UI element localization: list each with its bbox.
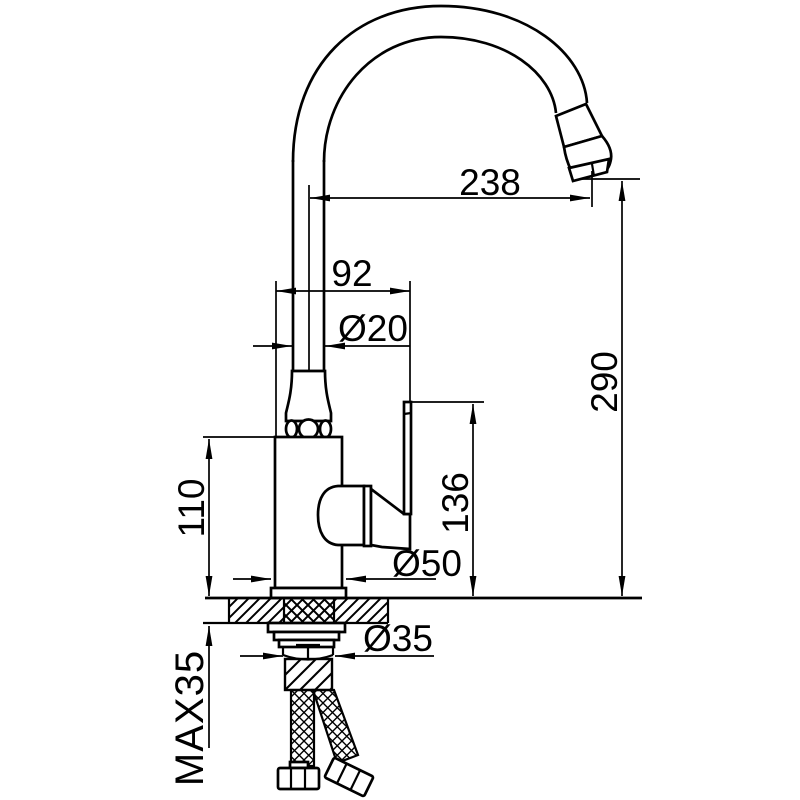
- supply-hose-angled: [311, 688, 360, 765]
- spout-base-flute: [284, 369, 333, 423]
- hose-nut-angled-flat-1: [335, 763, 348, 784]
- dim-label-110: 110: [171, 479, 212, 538]
- countertop-section: [203, 596, 642, 625]
- dimension-spout-height-290: 290: [582, 178, 640, 596]
- counter-hatch-right: [334, 599, 388, 622]
- dimension-handle-height-136: 136: [403, 401, 484, 596]
- dim-label-max35: MAX35: [168, 650, 212, 786]
- handle-lever-tick: [403, 411, 412, 416]
- under-counter-assembly: [266, 621, 375, 798]
- dimension-top-width-92: 92: [275, 253, 411, 438]
- spray-head: [554, 102, 613, 183]
- shank-crosshatch: [284, 599, 334, 622]
- dim-label-d20: Ø20: [338, 308, 408, 349]
- dim-label-d35: Ø35: [363, 618, 433, 659]
- hose-nut-angled: [323, 756, 375, 798]
- dim-label-92: 92: [331, 253, 372, 294]
- dim-label-136: 136: [435, 472, 476, 534]
- dimension-base-diameter-50: Ø50: [233, 543, 462, 584]
- dimension-tube-diameter-20: Ø20: [253, 308, 410, 350]
- body-base-ring: [269, 586, 348, 600]
- hose-nut-angled-body: [323, 756, 375, 798]
- mounting-nut-step-3: [277, 638, 336, 649]
- flute-bead-left: [284, 419, 299, 439]
- hose-nut-angled-flat-2: [349, 769, 362, 791]
- spray-head-outlet-notch: [590, 163, 596, 177]
- spout-outer-arc: [291, 4, 589, 163]
- counter-hatch-left: [229, 599, 284, 622]
- dimension-max-mount-thickness: MAX35: [168, 626, 213, 786]
- dimension-body-height-110: 110: [171, 436, 275, 596]
- spout-inner-arc: [322, 35, 558, 163]
- dimension-spout-reach-238: 238: [308, 162, 593, 371]
- handle-dome: [316, 484, 366, 547]
- supply-hose-straight: [289, 688, 316, 768]
- threaded-shank-block: [283, 657, 334, 692]
- dimension-shank-diameter-35: Ø35: [240, 618, 434, 660]
- spray-head-outlet: [567, 157, 611, 183]
- spout-assembly: [284, 4, 589, 440]
- dim-label-290: 290: [584, 351, 625, 413]
- flute-bead-center: [297, 418, 320, 440]
- flute-bead-right: [318, 419, 333, 439]
- dim-label-d50: Ø50: [392, 543, 462, 584]
- dim-label-238: 238: [459, 162, 521, 203]
- handle-assembly: [316, 400, 413, 551]
- handle-lever-blade: [402, 400, 413, 516]
- hose-nut-straight-body: [276, 766, 321, 791]
- hose-nut-straight: [276, 760, 321, 791]
